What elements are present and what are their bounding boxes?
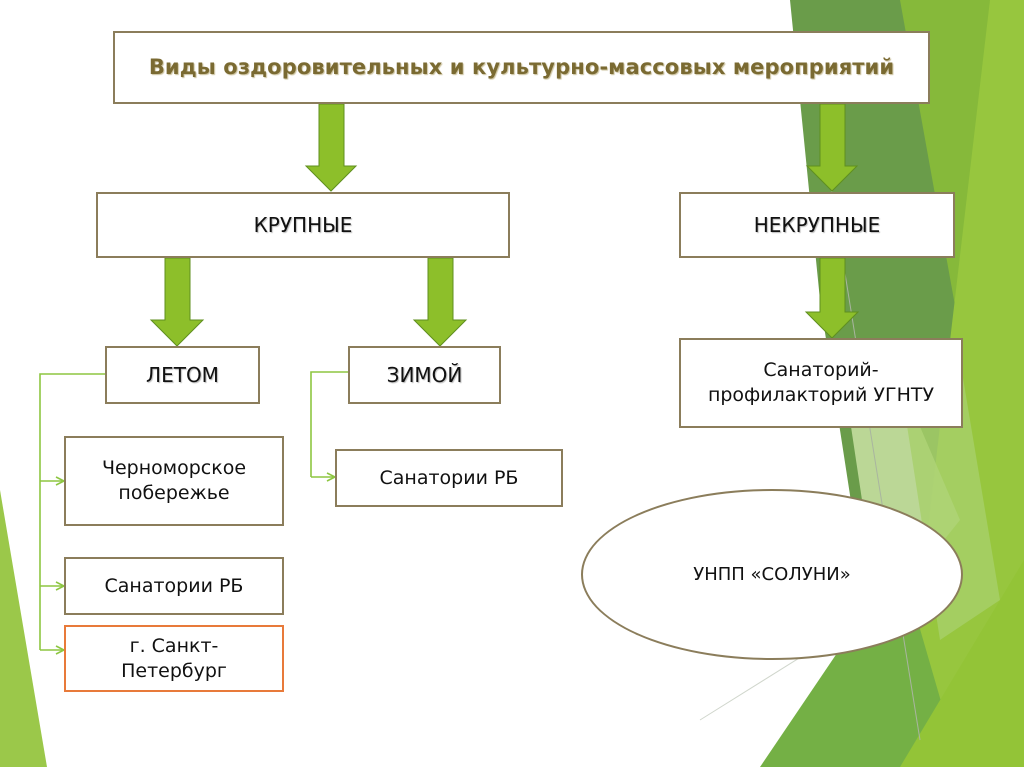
category-small-box: НЕКРУПНЫЕ [679,192,955,258]
diagram-title-box: Виды оздоровительных и культурно-массовы… [113,31,930,104]
category-large-label: КРУПНЫЕ [253,213,353,237]
summer-item-spb: г. Санкт-Петербург [121,634,227,682]
block-arrow-large-to-summer [149,257,205,347]
bg-shape-left-lime [0,490,47,767]
block-arrow-title-to-small [805,103,859,192]
summer-item-sanatoria-box: Санатории РБ [64,557,284,615]
summer-item-black-sea: Черноморское побережье [101,457,247,504]
small-item-solun: УНПП «СОЛУНИ» [693,564,851,585]
small-item-solun-ellipse: УНПП «СОЛУНИ» [581,489,963,660]
summer-item-black-sea-box: Черноморское побережье [64,436,284,526]
connector-winter [310,371,348,477]
diagram-title: Виды оздоровительных и культурно-массовы… [148,54,895,79]
bg-shape-bottom-lime [900,560,1024,767]
block-arrow-large-to-winter [412,257,468,347]
winter-item-sanatoria-box: Санатории РБ [335,449,563,507]
small-item-sanatorium-box: Санаторий-профилакторий УГНТУ [679,338,963,428]
winter-item-sanatoria: Санатории РБ [379,466,519,489]
category-large-box: КРУПНЫЕ [96,192,510,258]
small-item-sanatorium: Санаторий-профилакторий УГНТУ [707,359,935,406]
season-summer-box: ЛЕТОМ [105,346,260,404]
bg-shape-pale-2 [900,360,1000,640]
season-summer-label: ЛЕТОМ [146,363,219,387]
season-winter-box: ЗИМОЙ [348,346,501,404]
category-small-label: НЕКРУПНЫЕ [753,213,881,237]
block-arrow-title-to-large [304,103,358,192]
summer-item-spb-box: г. Санкт-Петербург [64,625,284,692]
season-winter-label: ЗИМОЙ [386,363,463,387]
connector-summer [39,373,105,650]
summer-item-sanatoria: Санатории РБ [104,574,244,597]
block-arrow-small-to-sanatorium [804,257,860,339]
